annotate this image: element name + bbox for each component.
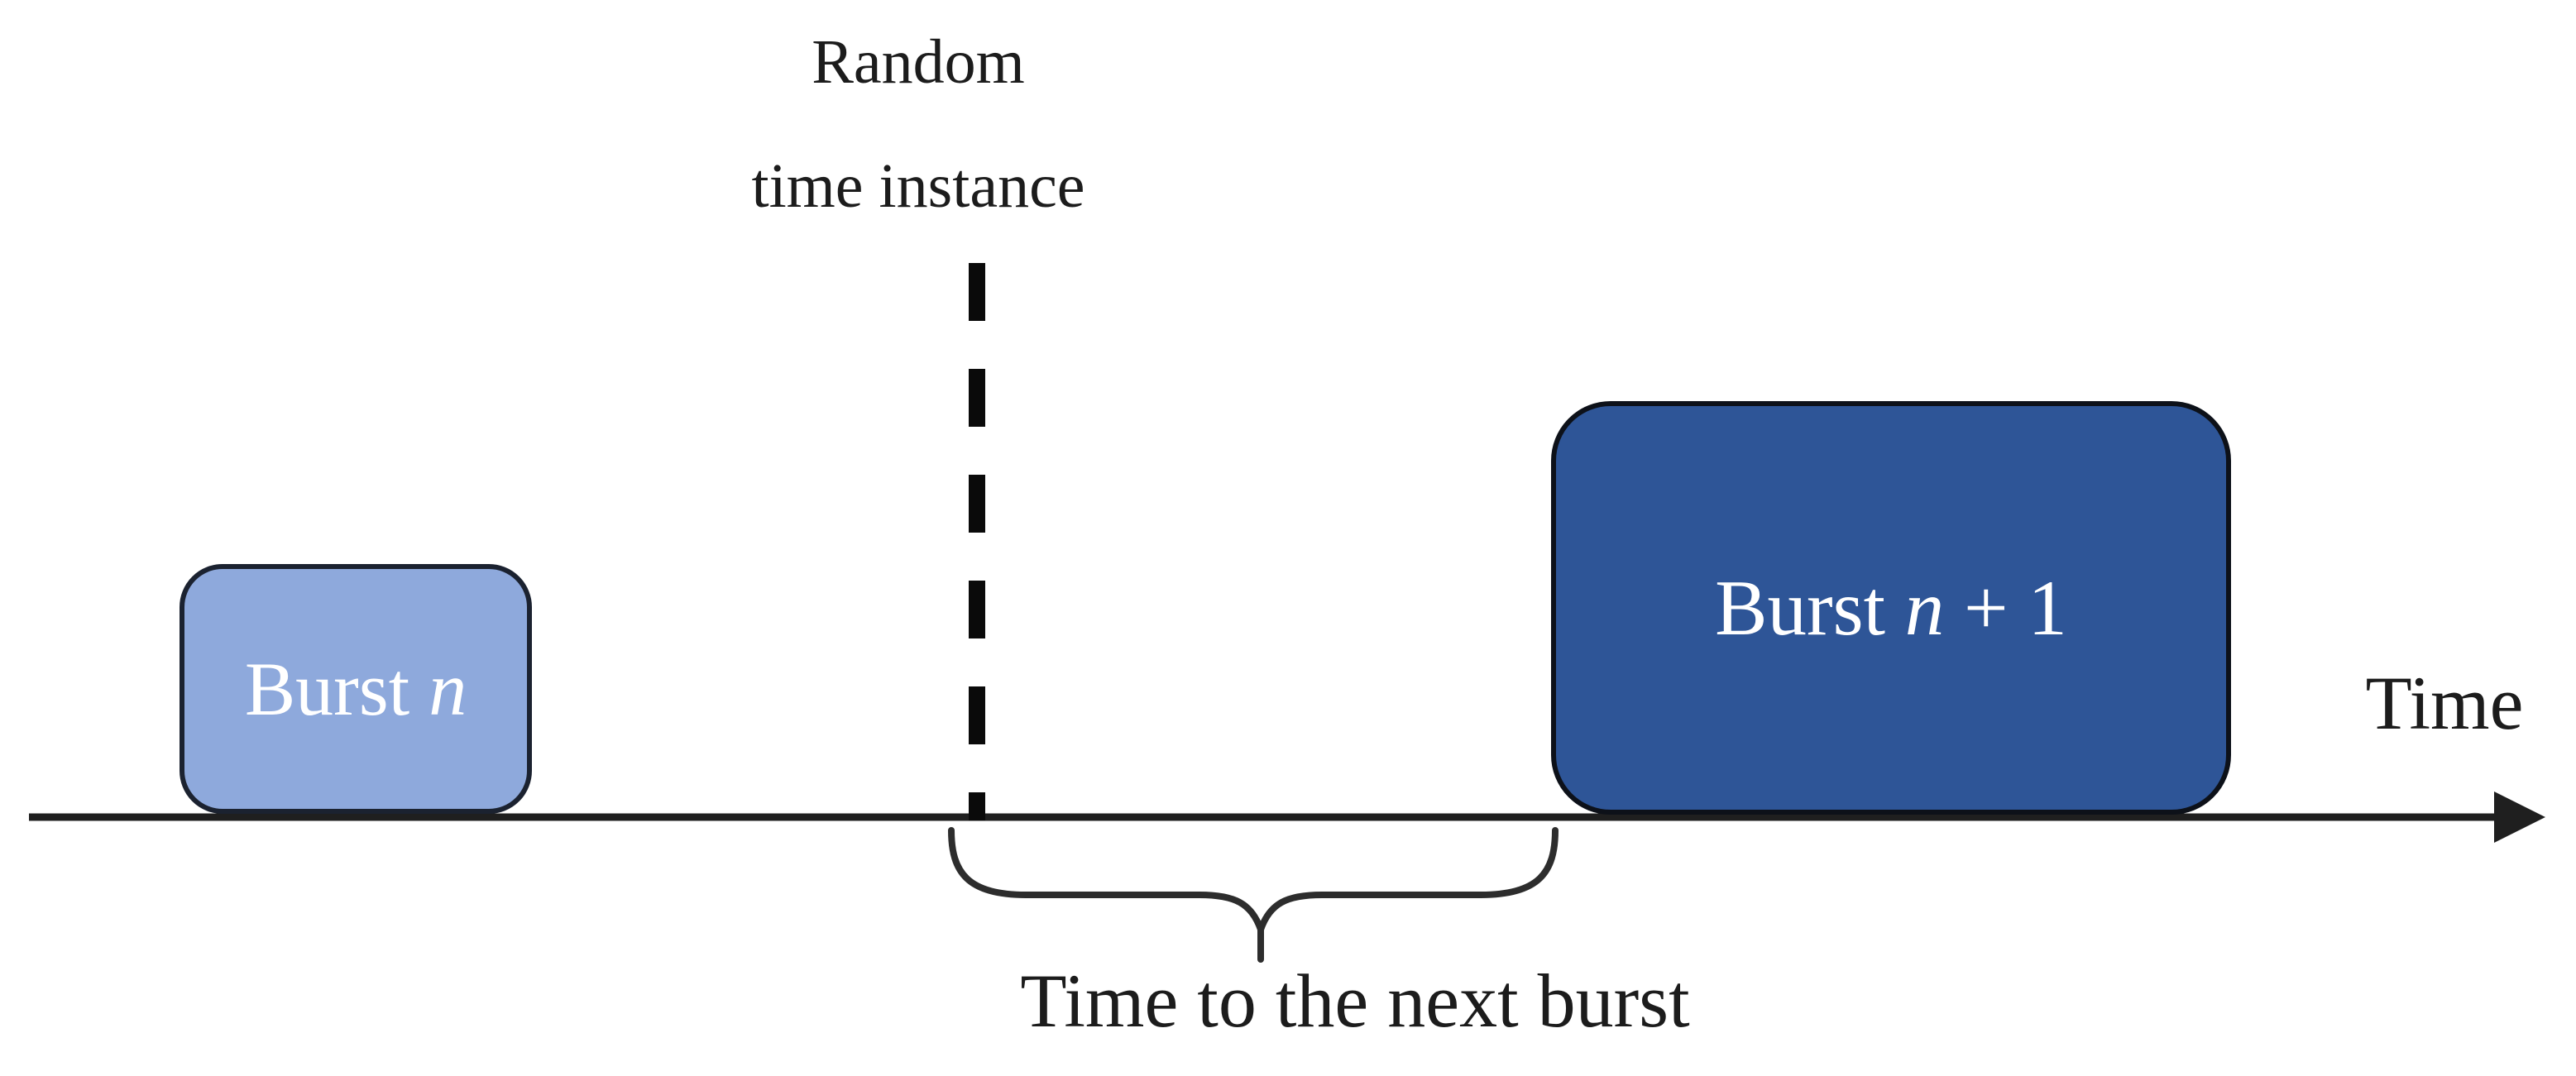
interval-brace xyxy=(948,827,1559,963)
random-time-label-line2: time instance xyxy=(751,151,1085,221)
random-time-label: Random time instance xyxy=(587,0,1249,248)
burst-n-plus-1-box: Burst n + 1 xyxy=(1551,401,2231,815)
random-time-label-line1: Random xyxy=(812,27,1025,97)
burst-n-plus-1-label-suffix: + 1 xyxy=(1944,564,2067,652)
burst-n-plus-1-label-variable: n xyxy=(1904,564,1945,652)
time-to-next-burst-label: Time to the next burst xyxy=(1020,959,1690,1043)
burst-n-label: Burst n xyxy=(245,645,467,733)
burst-n-label-variable: n xyxy=(429,647,467,731)
time-axis-label: Time xyxy=(2365,661,2524,745)
burst-n-plus-1-label: Burst n + 1 xyxy=(1715,562,2067,653)
burst-n-box: Burst n xyxy=(180,564,532,814)
burst-n-label-prefix: Burst xyxy=(244,647,429,731)
burst-n-plus-1-label-prefix: Burst xyxy=(1715,564,1905,652)
timeline-arrowhead-icon xyxy=(2494,791,2545,843)
